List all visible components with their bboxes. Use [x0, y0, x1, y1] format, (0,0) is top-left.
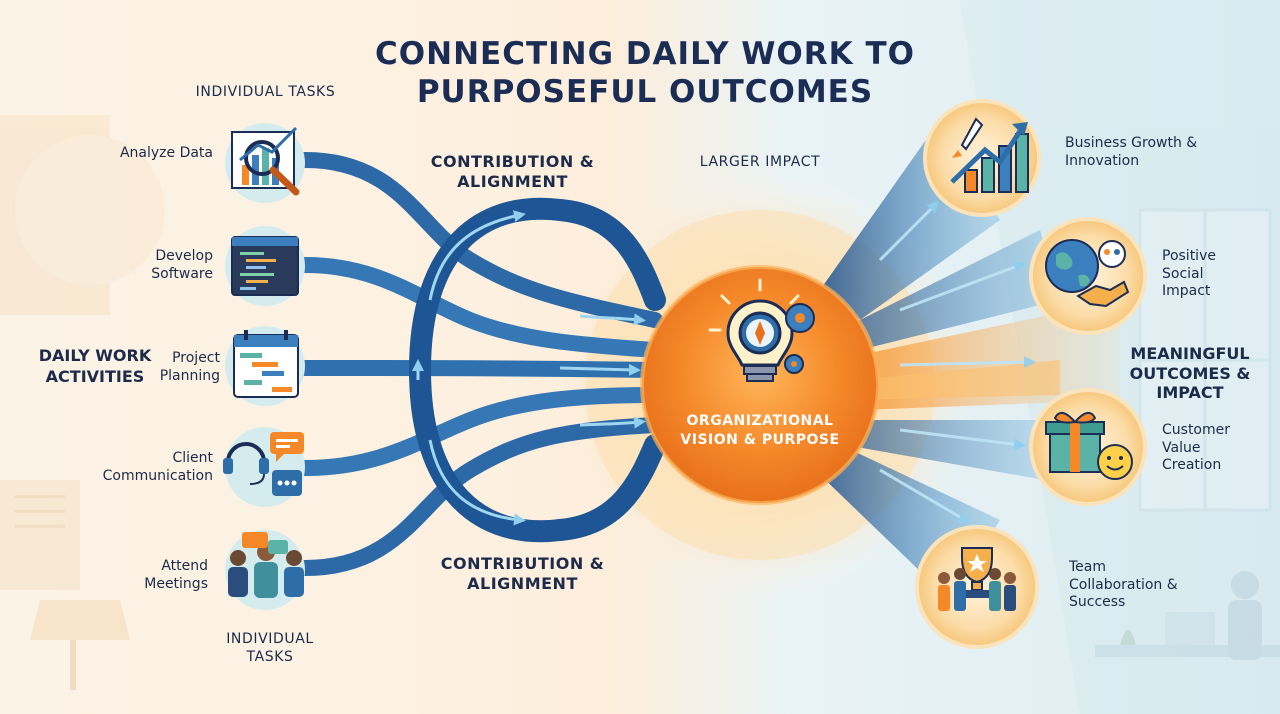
- trophy-team-icon: [938, 547, 1016, 611]
- rocket-growth-icon: [950, 117, 1029, 193]
- hub-circle: [642, 267, 878, 503]
- contribution-label-top: CONTRIBUTION & ALIGNMENT: [430, 152, 595, 191]
- task-flows: [297, 152, 666, 576]
- task-label-develop-software: Develop Software: [151, 248, 213, 282]
- beam-arrows: [878, 200, 1036, 524]
- individual-tasks-label-bottom: INDIVIDUAL TASKS: [226, 631, 314, 666]
- hub-label: ORGANIZATIONAL VISION & PURPOSE: [680, 413, 840, 448]
- meaningful-outcomes-label: MEANINGFUL OUTCOMES & IMPACT: [1129, 344, 1251, 403]
- task-label-attend-meetings: Attend Meetings: [144, 558, 208, 592]
- individual-tasks-label-top: INDIVIDUAL TASKS: [195, 84, 336, 100]
- task-label-analyze-data: Analyze Data: [119, 145, 213, 161]
- calendar-gantt-icon: [233, 330, 299, 398]
- outcome-label-business-growth: Business Growth & Innovation: [1065, 135, 1198, 169]
- office-backdrop-left: [0, 115, 165, 690]
- outcome-label-customer-value: Customer Value Creation: [1162, 422, 1231, 473]
- flow-highlight-arrows: [412, 210, 646, 526]
- analyze-data-icon: [231, 126, 300, 196]
- headset-chat-icon: [223, 432, 304, 496]
- code-window-icon: [231, 236, 299, 296]
- daily-work-activities-label: DAILY WORK ACTIVITIES: [38, 346, 152, 386]
- globe-handshake-icon: [1045, 239, 1130, 308]
- outcome-label-team-collaboration: Team Collaboration & Success: [1069, 559, 1178, 610]
- lightbulb-compass-gear-icon: [708, 278, 815, 382]
- outcome-label-social-impact: Positive Social Impact: [1162, 248, 1216, 299]
- meeting-people-icon: [228, 532, 304, 598]
- gift-smile-icon: [1045, 411, 1133, 480]
- task-label-client-communication: Client Communication: [102, 450, 213, 484]
- page-title: CONNECTING DAILY WORK TO PURPOSEFUL OUTC…: [375, 36, 915, 110]
- larger-impact-label: LARGER IMPACT: [699, 154, 821, 170]
- task-label-project-planning: Project Planning: [159, 350, 220, 384]
- contribution-label-bottom: CONTRIBUTION & ALIGNMENT: [440, 554, 605, 593]
